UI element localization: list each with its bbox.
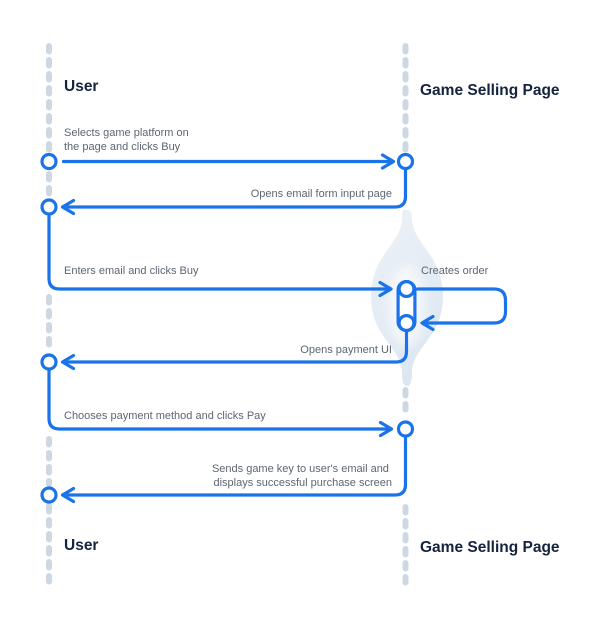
message-3-enters-email: Enters email and clicks Buy <box>47 214 393 298</box>
message-5-arrowhead <box>60 353 76 371</box>
endpoint-circle-user-m5 <box>40 353 58 371</box>
message-7-label: Sends game key to user's email and displ… <box>212 463 392 489</box>
endpoint-circle-page-m6 <box>396 420 415 438</box>
message-1-line2: the page and clicks Buy <box>64 141 181 153</box>
actor-page-top: Game Selling Page <box>420 82 560 99</box>
message-6-arrow <box>47 369 389 431</box>
message-6-chooses-payment: Chooses payment method and clicks Pay <box>47 369 394 438</box>
actor-user-bottom: User <box>64 537 98 554</box>
message-7-sends-game-key: Sends game key to user's email and displ… <box>60 436 408 504</box>
endpoint-circle-user-m1 <box>40 152 58 171</box>
message-5-arrow <box>65 330 409 364</box>
message-3-arrow <box>47 214 389 291</box>
message-6-label: Chooses payment method and clicks Pay <box>64 410 266 422</box>
message-2-label: Opens email form input page <box>251 188 392 200</box>
message-5-opens-payment-ui: Opens payment UI <box>60 330 409 371</box>
message-6-arrowhead <box>378 420 394 438</box>
message-7-arrowhead <box>60 486 76 504</box>
message-1-label: Selects game platform on the page and cl… <box>64 127 192 153</box>
message-3-label: Enters email and clicks Buy <box>64 265 199 277</box>
message-4-label: Creates order <box>421 265 489 277</box>
activation-start-circle <box>397 280 416 299</box>
message-4-arrowhead <box>420 314 435 332</box>
endpoint-circles <box>40 152 415 504</box>
endpoint-circle-user-m7 <box>40 486 58 504</box>
message-2-arrow <box>65 168 408 209</box>
activation-capsule <box>396 280 417 333</box>
actor-user-top: User <box>64 78 98 95</box>
message-5-label: Opens payment UI <box>300 344 392 356</box>
message-3-arrowhead <box>378 280 393 298</box>
message-7-arrow <box>65 436 408 497</box>
message-1-line1: Selects game platform on <box>64 127 189 139</box>
message-1-selects-platform: Selects game platform on the page and cl… <box>61 127 396 170</box>
actor-page-bottom: Game Selling Page <box>420 539 560 556</box>
message-7-line2: displays successful purchase screen <box>213 477 392 489</box>
message-2-opens-email-form: Opens email form input page <box>60 168 408 216</box>
endpoint-circle-user-m2 <box>40 198 58 216</box>
activation-end-circle <box>397 314 416 333</box>
message-7-line1: Sends game key to user's email and <box>212 463 389 475</box>
message-4-loop-arrow <box>415 287 508 325</box>
message-4-creates-order: Creates order <box>415 265 508 332</box>
endpoint-circle-page-m1 <box>396 152 415 171</box>
message-1-arrowhead <box>380 153 396 170</box>
message-2-arrowhead <box>60 198 76 216</box>
